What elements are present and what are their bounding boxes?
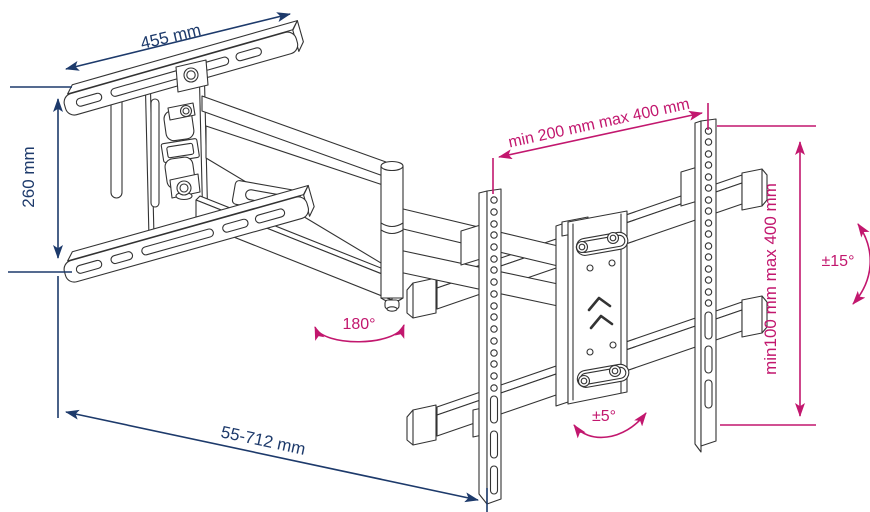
wall-rail-height-label: min100 mm max 400 mm bbox=[761, 183, 780, 375]
level-angle-label: ±5° bbox=[592, 408, 616, 425]
tv-plate-height-label: 260 mm bbox=[19, 146, 38, 207]
up-arrow-icon bbox=[587, 296, 612, 312]
wall-rail-left bbox=[460, 188, 502, 505]
dimension-wall-rail-height: min100 mm max 400 mm bbox=[717, 125, 816, 426]
pivot-hinge-cylinder bbox=[380, 160, 404, 312]
swivel-angle-label: 180° bbox=[342, 316, 375, 333]
tv-plate-width-label: 455 mm bbox=[139, 20, 203, 53]
tv-plate-bar-bottom bbox=[63, 184, 315, 283]
dimension-tv-plate-height: 260 mm bbox=[8, 98, 72, 273]
dimension-wall-rail-spacing: min 200 mm max 400 mm bbox=[492, 96, 709, 194]
annotation-swivel-180: 180° bbox=[314, 316, 405, 343]
up-arrow-icon bbox=[589, 314, 614, 330]
tilt-angle-label: ±15° bbox=[822, 253, 855, 270]
tv-bracket-column bbox=[110, 59, 209, 239]
annotation-level-5: ±5° bbox=[573, 408, 647, 439]
wall-rail-right bbox=[680, 118, 717, 453]
wall-rail-spacing-label: min 200 mm max 400 mm bbox=[507, 96, 691, 152]
wall-plate-bracket bbox=[555, 210, 630, 407]
annotation-tilt-15: ±15° bbox=[822, 223, 870, 305]
